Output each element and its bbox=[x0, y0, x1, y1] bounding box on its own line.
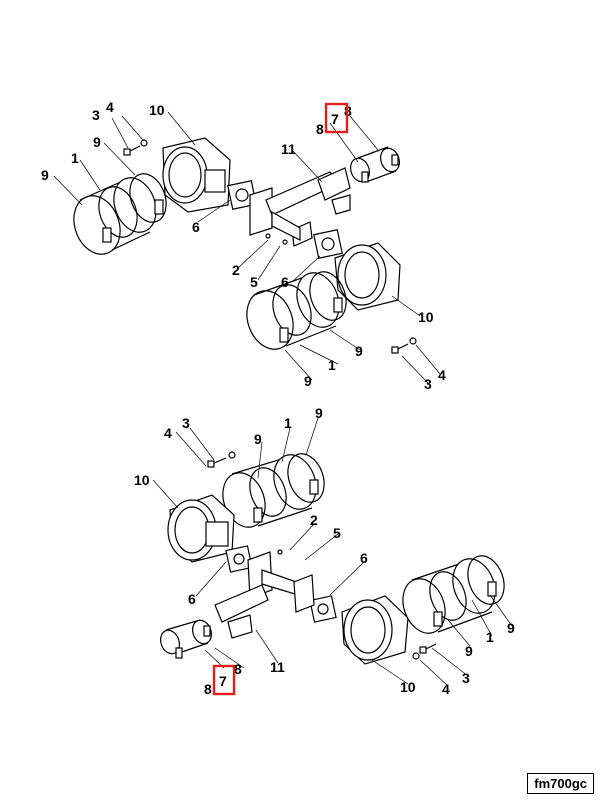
callout-9: 9 bbox=[465, 643, 473, 659]
callout-9: 9 bbox=[304, 373, 312, 389]
callout-9: 9 bbox=[507, 620, 515, 636]
callout-10: 10 bbox=[400, 679, 416, 695]
upper-assembly: 9 1 9 3 4 10 6 11 2 5 6 8 8 7 10 9 1 9 3… bbox=[41, 99, 446, 392]
callout-7-highlighted: 7 bbox=[331, 111, 339, 127]
callout-6: 6 bbox=[188, 591, 196, 607]
callout-9: 9 bbox=[254, 431, 262, 447]
callout-6: 6 bbox=[281, 274, 289, 290]
callout-9: 9 bbox=[355, 343, 363, 359]
callout-10: 10 bbox=[134, 472, 150, 488]
callout-5: 5 bbox=[250, 274, 258, 290]
callout-1: 1 bbox=[71, 150, 79, 166]
upper-left-hose bbox=[73, 173, 167, 255]
lower-assembly: 3 4 9 1 9 10 2 5 6 6 11 8 8 7 10 4 3 9 1… bbox=[134, 405, 515, 697]
callout-6: 6 bbox=[360, 550, 368, 566]
upper-left-adapter bbox=[162, 137, 231, 213]
callout-2: 2 bbox=[310, 512, 318, 528]
upper-coupler bbox=[349, 146, 401, 183]
callout-6: 6 bbox=[192, 219, 200, 235]
lower-left-adapter bbox=[167, 494, 235, 563]
callout-4: 4 bbox=[442, 681, 450, 697]
callout-9: 9 bbox=[41, 167, 49, 183]
upper-right-hose bbox=[246, 271, 347, 350]
callout-7-highlighted: 7 bbox=[219, 673, 227, 689]
callout-8: 8 bbox=[204, 681, 212, 697]
callout-1: 1 bbox=[486, 629, 494, 645]
callout-11: 11 bbox=[281, 141, 296, 157]
callout-3: 3 bbox=[462, 670, 470, 686]
upper-bolt-nut-top bbox=[123, 139, 148, 156]
highlight-box-7 bbox=[324, 102, 349, 134]
callout-1: 1 bbox=[284, 415, 292, 431]
upper-right-adapter bbox=[334, 242, 401, 311]
lower-manifold bbox=[214, 549, 315, 639]
callout-9: 9 bbox=[315, 405, 323, 421]
highlight-box-7 bbox=[212, 664, 236, 696]
callout-1: 1 bbox=[328, 357, 336, 373]
callout-11: 11 bbox=[270, 659, 285, 675]
callout-3: 3 bbox=[424, 376, 432, 392]
callout-2: 2 bbox=[232, 262, 240, 278]
lower-coupler bbox=[159, 619, 213, 659]
lower-right-hose bbox=[402, 555, 505, 634]
callout-10: 10 bbox=[149, 102, 165, 118]
diagram-code-label: fm700gc bbox=[527, 773, 594, 794]
callout-10: 10 bbox=[418, 309, 434, 325]
callout-3: 3 bbox=[92, 107, 100, 123]
callout-5: 5 bbox=[333, 525, 341, 541]
callout-4: 4 bbox=[438, 367, 446, 383]
lower-top-hose bbox=[222, 453, 325, 528]
callout-8: 8 bbox=[316, 121, 324, 137]
callout-3: 3 bbox=[182, 415, 190, 431]
callout-4: 4 bbox=[164, 425, 172, 441]
callout-8: 8 bbox=[234, 661, 242, 677]
upper-manifold bbox=[249, 167, 351, 247]
lower-right-adapter bbox=[341, 595, 409, 665]
callout-4: 4 bbox=[106, 99, 114, 115]
callout-9: 9 bbox=[93, 134, 101, 150]
